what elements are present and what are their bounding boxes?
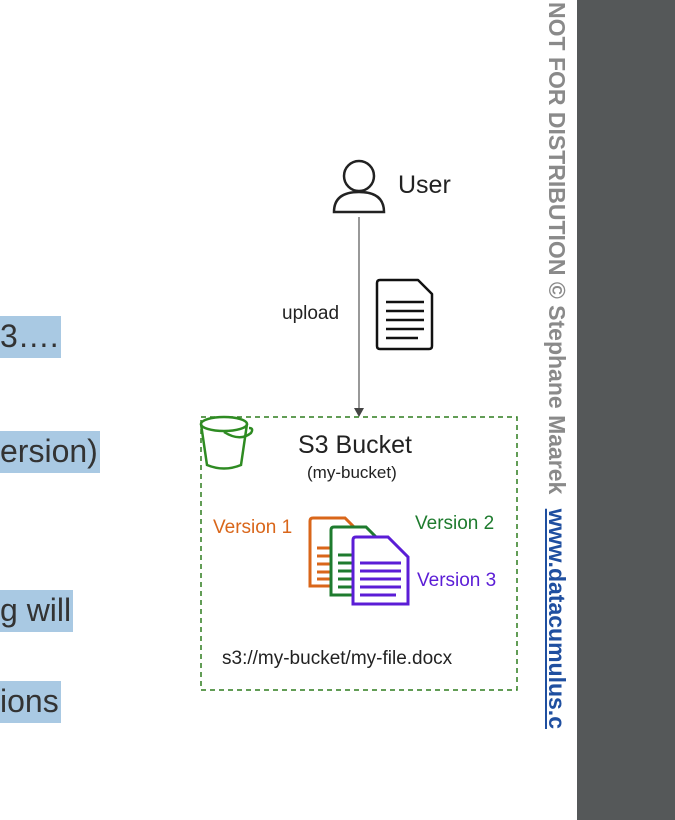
version-3-label: Version 3: [417, 570, 497, 591]
version-1-label: Version 1: [213, 517, 293, 538]
right-dark-panel: [577, 0, 675, 820]
bucket-icon: [199, 415, 254, 470]
user-label: User: [398, 171, 451, 199]
bucket-subtitle: (my-bucket): [307, 463, 397, 482]
left-text-fragment-4: ions: [0, 681, 61, 723]
upload-label: upload: [282, 303, 340, 324]
watermark: NOT FOR DISTRIBUTION © Stephane Maarek w…: [538, 2, 572, 820]
upload-arrow: [354, 217, 364, 417]
object-path: s3://my-bucket/my-file.docx: [222, 648, 453, 669]
watermark-link[interactable]: www.datacumulus.c: [544, 508, 570, 729]
version-2-label: Version 2: [415, 513, 495, 534]
file-version-3-icon: [351, 535, 410, 606]
left-text-fragment-2: ersion): [0, 431, 100, 473]
watermark-text: NOT FOR DISTRIBUTION © Stephane Maarek: [544, 2, 570, 495]
bucket-container: [200, 416, 518, 691]
document-icon: [375, 278, 434, 351]
user-icon: [332, 159, 386, 214]
left-text-fragment-3: g will: [0, 590, 74, 632]
left-text-fragment-1: 3….: [0, 316, 61, 358]
bucket-title: S3 Bucket: [298, 431, 412, 459]
